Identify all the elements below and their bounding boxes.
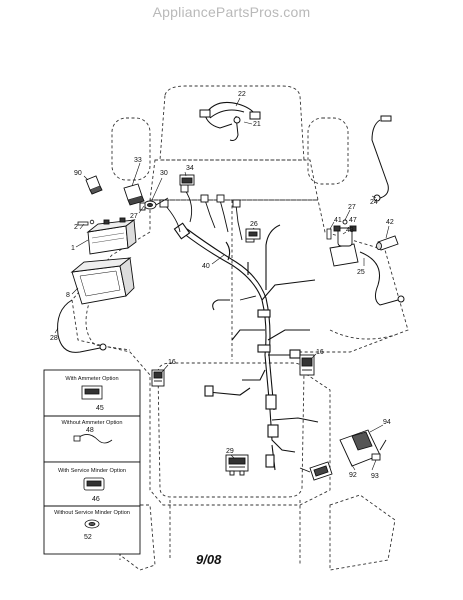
callout-1: 1 [71, 245, 75, 252]
callout-94: 94 [383, 419, 391, 426]
callout-labels: 22 21 90 33 30 34 27 24 27 41 47 43 42 2… [50, 91, 394, 541]
callout-40: 40 [202, 263, 210, 270]
seat-switch-90 [85, 175, 103, 195]
callout-16b: 16 [316, 349, 324, 356]
callout-26: 26 [250, 221, 258, 228]
front-left-wheel [111, 117, 151, 181]
callout-34: 34 [186, 165, 194, 172]
left-footrest [85, 299, 131, 351]
rear-panel-outline [169, 500, 301, 565]
cable-boot-42 [376, 235, 399, 251]
leader-lines [54, 97, 390, 471]
ammeter-without-caption: Without Ammeter Option [62, 420, 123, 426]
ammeter-part-45 [81, 385, 103, 400]
callout-30: 30 [160, 170, 168, 177]
service-minder-option-box [43, 461, 141, 555]
callout-42: 42 [386, 219, 394, 226]
battery-1 [86, 217, 137, 255]
site-watermark: AppliancePartsPros.com [152, 4, 311, 20]
front-frame-outline [149, 159, 319, 201]
rear-left-wheel [119, 504, 156, 571]
pto-switch-assembly [299, 429, 387, 481]
ammeter-with-caption: With Ammeter Option [65, 376, 118, 382]
callout-24: 24 [370, 199, 378, 206]
front-right-wheel [307, 117, 349, 185]
battery-cable-28 [57, 299, 107, 353]
service-minder-jumper-52 [84, 519, 100, 529]
callout-33: 33 [134, 157, 142, 164]
callout-27a: 27 [130, 213, 138, 220]
right-footrest [329, 329, 396, 340]
ignition-leads [159, 184, 257, 301]
battery-tray-8 [70, 257, 135, 305]
callout-92: 92 [349, 472, 357, 479]
callout-8: 8 [66, 292, 70, 299]
ignition-switch-34 [179, 174, 195, 186]
ammeter-module-29 [225, 454, 249, 476]
callout-28a: 28 [50, 335, 58, 342]
rear-right-wheel [329, 494, 396, 571]
callout-47: 47 [349, 217, 357, 224]
ground-cable-24 [371, 115, 392, 202]
callout-90: 90 [74, 170, 82, 177]
callout-2: 2 [74, 224, 78, 231]
callout-52: 52 [84, 534, 92, 541]
callout-16a: 16 [168, 359, 176, 366]
callout-41: 41 [334, 217, 342, 224]
callout-46: 46 [92, 496, 100, 503]
mid-body-outline [71, 199, 409, 506]
callout-22: 22 [238, 91, 246, 98]
headlight-harness [199, 101, 261, 141]
callout-25: 25 [357, 269, 365, 276]
minder-with-caption: With Service Minder Option [58, 468, 126, 474]
switch-16-left [151, 369, 165, 387]
ammeter-jumper-48 [73, 434, 113, 444]
callout-43: 43 [346, 227, 354, 234]
solenoid-43 [329, 219, 359, 267]
battery-bolt-2 [77, 219, 95, 226]
callout-93: 93 [371, 473, 379, 480]
seat-outline [157, 362, 305, 498]
callout-48: 48 [86, 427, 94, 434]
relay-33 [123, 183, 145, 206]
bolt-41 [326, 228, 332, 240]
callout-27b: 27 [348, 204, 356, 211]
date-code: 9/08 [196, 552, 222, 567]
starter-cable-25 [359, 251, 405, 306]
callout-21: 21 [253, 121, 261, 128]
service-minder-part-46 [83, 477, 105, 491]
minder-without-caption: Without Service Minder Option [54, 510, 130, 516]
callout-29: 29 [226, 448, 234, 455]
hood-outline [159, 85, 305, 161]
switch-16-right [299, 354, 315, 376]
main-wiring-harness [173, 222, 319, 471]
callout-45: 45 [96, 405, 104, 412]
connector-26 [245, 228, 261, 240]
ammeter-option-box [43, 369, 141, 463]
fuse-holder-30 [139, 197, 169, 211]
